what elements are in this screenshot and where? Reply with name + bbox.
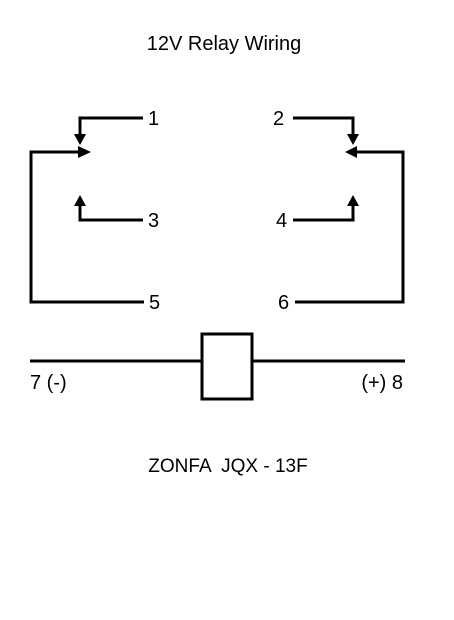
right-common-wire xyxy=(295,150,405,304)
pin4-lead xyxy=(293,205,355,222)
pin3-contact-arrow xyxy=(74,195,86,206)
pin-label-5: 5 xyxy=(149,292,160,314)
pin-label-7: 7 (-) xyxy=(30,372,67,394)
left-common-arrow xyxy=(78,146,91,158)
pin2-lead xyxy=(293,116,355,135)
pin4-contact-arrow xyxy=(347,195,359,206)
pin-label-2: 2 xyxy=(273,108,284,130)
pin-label-6: 6 xyxy=(278,292,289,314)
pin-label-1: 1 xyxy=(148,108,159,130)
pin3-lead xyxy=(78,205,143,222)
pin1-contact-arrow xyxy=(74,134,86,145)
relay-coil xyxy=(200,332,254,401)
pin-label-3: 3 xyxy=(148,210,159,232)
pin-label-4: 4 xyxy=(276,210,287,232)
right-common-arrow xyxy=(345,146,357,158)
pin-label-8: (+) 8 xyxy=(361,372,403,394)
relay-model-label: ZONFA JQX - 13F xyxy=(148,456,307,477)
left-common-wire xyxy=(29,150,144,304)
diagram-title: 12V Relay Wiring xyxy=(147,33,302,55)
pin2-contact-arrow xyxy=(347,134,359,145)
pin1-lead xyxy=(78,116,143,135)
